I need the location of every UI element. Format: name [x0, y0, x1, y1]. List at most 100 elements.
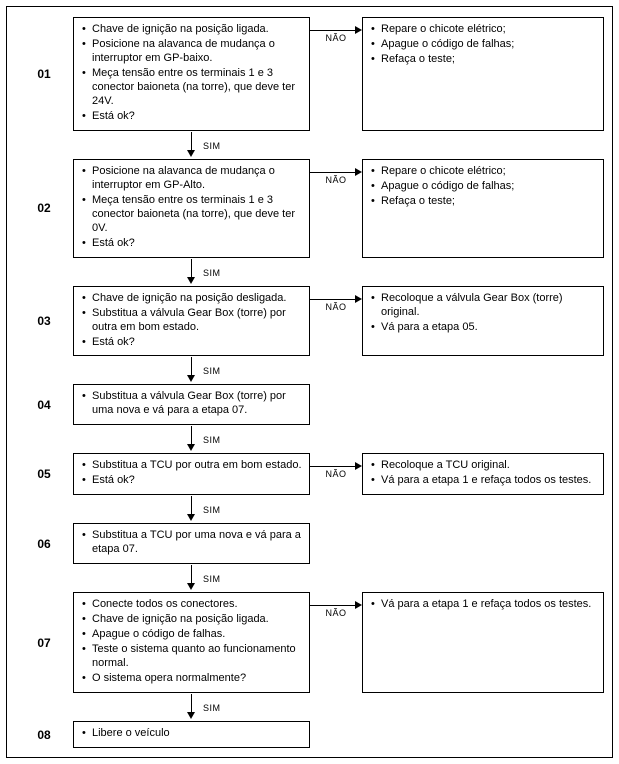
step-task-box: Libere o veículo	[73, 721, 310, 749]
sim-arrow-line	[191, 131, 192, 151]
step-row: 01 Chave de ignição na posição ligada.Po…	[15, 17, 604, 131]
no-arrow-line	[310, 605, 358, 607]
step-number: 03	[37, 314, 51, 329]
action-item: Vá para a etapa 05.	[370, 321, 597, 335]
step-task-box: Posicione na alavanca de mudança o inter…	[73, 158, 310, 258]
flow-step: 07 Conecte todos os conectores.Chave de …	[15, 592, 604, 721]
task-list: Chave de ignição na posição desligada.Su…	[81, 292, 303, 350]
step-row: 06 Substitua a TCU por uma nova e vá par…	[15, 523, 604, 565]
step-row: 02 Posicione na alavanca de mudança o in…	[15, 158, 604, 258]
task-item: O sistema opera normalmente?	[81, 672, 303, 686]
no-arrow-line	[310, 466, 358, 468]
step-row: 08 Libere o veículo	[15, 721, 604, 749]
sim-arrow-head-icon	[187, 514, 195, 522]
sim-arrow-line	[191, 694, 192, 714]
no-action-box: Repare o chicote elétrico;Apague o códig…	[362, 17, 604, 131]
step-task-box: Substitua a TCU por uma nova e vá para a…	[73, 523, 310, 565]
task-list: Posicione na alavanca de mudança o inter…	[81, 165, 303, 251]
no-action-box: Vá para a etapa 1 e refaça todos os test…	[362, 592, 604, 694]
task-item: Chave de ignição na posição desligada.	[81, 292, 303, 306]
sim-arrow-line	[191, 258, 192, 278]
task-item: Apague o código de falhas.	[81, 628, 303, 642]
step-row: 07 Conecte todos os conectores.Chave de …	[15, 592, 604, 694]
task-item: Está ok?	[81, 474, 303, 488]
task-item: Substitua a válvula Gear Box (torre) por…	[81, 307, 303, 335]
task-item: Está ok?	[81, 336, 303, 350]
step-row: 03 Chave de ignição na posição desligada…	[15, 285, 604, 357]
no-arrow-line	[310, 30, 358, 31]
sim-connector: SIM	[15, 258, 604, 286]
no-arrow-line	[310, 298, 358, 300]
no-label: NÃO	[325, 174, 347, 185]
flow-step: 06 Substitua a TCU por uma nova e vá par…	[15, 523, 604, 592]
no-action-box: Recoloque a válvula Gear Box (torre) ori…	[362, 285, 604, 357]
action-list: Repare o chicote elétrico;Apague o códig…	[370, 23, 597, 67]
no-arrow-head-icon	[355, 601, 362, 610]
sim-connector: SIM	[15, 693, 604, 721]
no-branch-connector: NÃO	[310, 592, 362, 693]
no-branch-connector: NÃO	[310, 286, 362, 357]
task-list: Substitua a TCU por outra em bom estado.…	[81, 459, 303, 488]
step-number: 05	[37, 467, 51, 482]
flow-step: 01 Chave de ignição na posição ligada.Po…	[15, 17, 604, 159]
task-item: Chave de ignição na posição ligada.	[81, 23, 303, 37]
flow-step: 02 Posicione na alavanca de mudança o in…	[15, 158, 604, 286]
task-item: Teste o sistema quanto ao funcionamento …	[81, 643, 303, 671]
task-list: Substitua a válvula Gear Box (torre) por…	[81, 390, 303, 418]
action-item: Apague o código de falhas;	[370, 180, 597, 194]
task-item: Está ok?	[81, 237, 303, 251]
no-arrow-head-icon	[355, 167, 362, 176]
sim-label: SIM	[203, 267, 221, 278]
task-item: Meça tensão entre os terminais 1 e 3 con…	[81, 194, 303, 236]
action-item: Refaça o teste;	[370, 195, 597, 209]
sim-arrow-head-icon	[187, 276, 195, 284]
task-list: Chave de ignição na posição ligada.Posic…	[81, 23, 303, 124]
step-row: 04 Substitua a válvula Gear Box (torre) …	[15, 384, 604, 426]
flow-step: 05 Substitua a TCU por outra em bom esta…	[15, 453, 604, 523]
sim-connector: SIM	[15, 495, 604, 523]
action-item: Apague o código de falhas;	[370, 38, 597, 52]
flow-step: 04 Substitua a válvula Gear Box (torre) …	[15, 384, 604, 453]
no-arrow-head-icon	[355, 294, 362, 303]
sim-connector: SIM	[15, 356, 604, 384]
step-number: 07	[37, 635, 51, 650]
step-row: 05 Substitua a TCU por outra em bom esta…	[15, 453, 604, 496]
sim-arrow-line	[191, 426, 192, 446]
sim-label: SIM	[203, 366, 221, 377]
sim-label: SIM	[203, 574, 221, 585]
task-item: Chave de ignição na posição ligada.	[81, 613, 303, 627]
step-task-box: Conecte todos os conectores.Chave de ign…	[73, 592, 310, 694]
sim-label: SIM	[203, 435, 221, 446]
sim-arrow-line	[191, 357, 192, 377]
step-task-box: Substitua a TCU por outra em bom estado.…	[73, 453, 310, 496]
flow-step: 08 Libere o veículo	[15, 721, 604, 749]
sim-connector: SIM	[15, 564, 604, 592]
no-label: NÃO	[325, 469, 347, 480]
sim-label: SIM	[203, 140, 221, 151]
sim-connector: SIM	[15, 425, 604, 453]
action-item: Recoloque a válvula Gear Box (torre) ori…	[370, 292, 597, 320]
sim-connector: SIM	[15, 131, 604, 159]
no-label: NÃO	[325, 608, 347, 619]
task-list: Substitua a TCU por uma nova e vá para a…	[81, 529, 303, 557]
step-number: 04	[37, 397, 51, 412]
action-list: Vá para a etapa 1 e refaça todos os test…	[370, 598, 597, 612]
sim-label: SIM	[203, 703, 221, 714]
no-arrow-head-icon	[355, 26, 362, 34]
action-list: Recoloque a TCU original.Vá para a etapa…	[370, 459, 597, 488]
sim-arrow-head-icon	[187, 712, 195, 720]
step-task-box: Chave de ignição na posição desligada.Su…	[73, 285, 310, 357]
sim-arrow-line	[191, 496, 192, 516]
action-item: Refaça o teste;	[370, 53, 597, 67]
no-arrow-line	[310, 171, 358, 173]
step-number: 01	[37, 66, 51, 81]
task-item: Posicione na alavanca de mudança o inter…	[81, 38, 303, 66]
sim-arrow-head-icon	[187, 583, 195, 591]
action-item: Repare o chicote elétrico;	[370, 165, 597, 179]
task-item: Meça tensão entre os terminais 1 e 3 con…	[81, 67, 303, 109]
sim-arrow-head-icon	[187, 444, 195, 452]
no-label: NÃO	[325, 301, 347, 312]
action-list: Repare o chicote elétrico;Apague o códig…	[370, 165, 597, 209]
step-number: 08	[37, 727, 51, 742]
task-list: Conecte todos os conectores.Chave de ign…	[81, 598, 303, 686]
